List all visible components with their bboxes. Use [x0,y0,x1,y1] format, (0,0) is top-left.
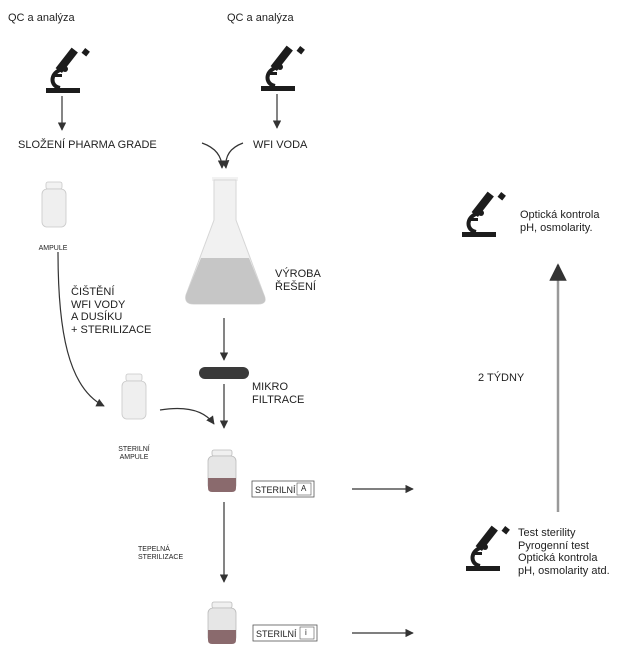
two-weeks-label: 2 TÝDNY [478,372,525,384]
tepelna-label: TEPELNÁ STERILIZACE [138,546,184,562]
tests-label: Test sterility Pyrogenní test Optická ko… [518,527,610,577]
ampule-icon [121,373,147,420]
sterile-tag-text-1: STERILNÍ [255,485,296,495]
tag-letter-2: i [305,628,307,637]
vyroba-label: VÝROBA ŘEŠENÍ [275,268,321,293]
vial-icon [207,449,237,493]
sterile-tag-1 [251,480,315,498]
ampule-label: AMPULE [38,245,68,252]
microscope-icon [259,43,307,93]
microscope-icon [460,189,508,239]
sterile-ampule-label: STERILNÍ AMPULE [118,446,150,462]
sterile-tag-text-2: STERILNÍ [256,629,297,639]
microscope-icon [464,523,512,573]
arrow-icon [201,142,227,169]
sterile-tag-2 [252,624,318,642]
optical-control-label: Optická kontrola pH, osmolarity. [520,209,600,234]
wfi-voda-label: WFI VODA [253,139,308,151]
arrow-icon [159,407,215,425]
vial-icon [207,601,237,645]
flask-icon [185,177,266,305]
filter-icon [199,367,249,379]
cleaning-label: ČIŠTĚNÍ WFI VODY A DUSÍKU + STERILIZACE [71,286,152,336]
arrow-icon [220,142,244,169]
qc-label-center: QC a analýza [227,12,294,24]
mikro-filtrace-label: MIKRO FILTRACE [252,381,305,406]
tag-letter-1: A [301,484,307,493]
ampule-icon [41,181,67,228]
microscope-icon [44,45,92,95]
qc-label-left: QC a analýza [8,12,75,24]
pharma-grade-label: SLOŽENÍ PHARMA GRADE [18,139,157,151]
arrow-icon [57,251,105,407]
